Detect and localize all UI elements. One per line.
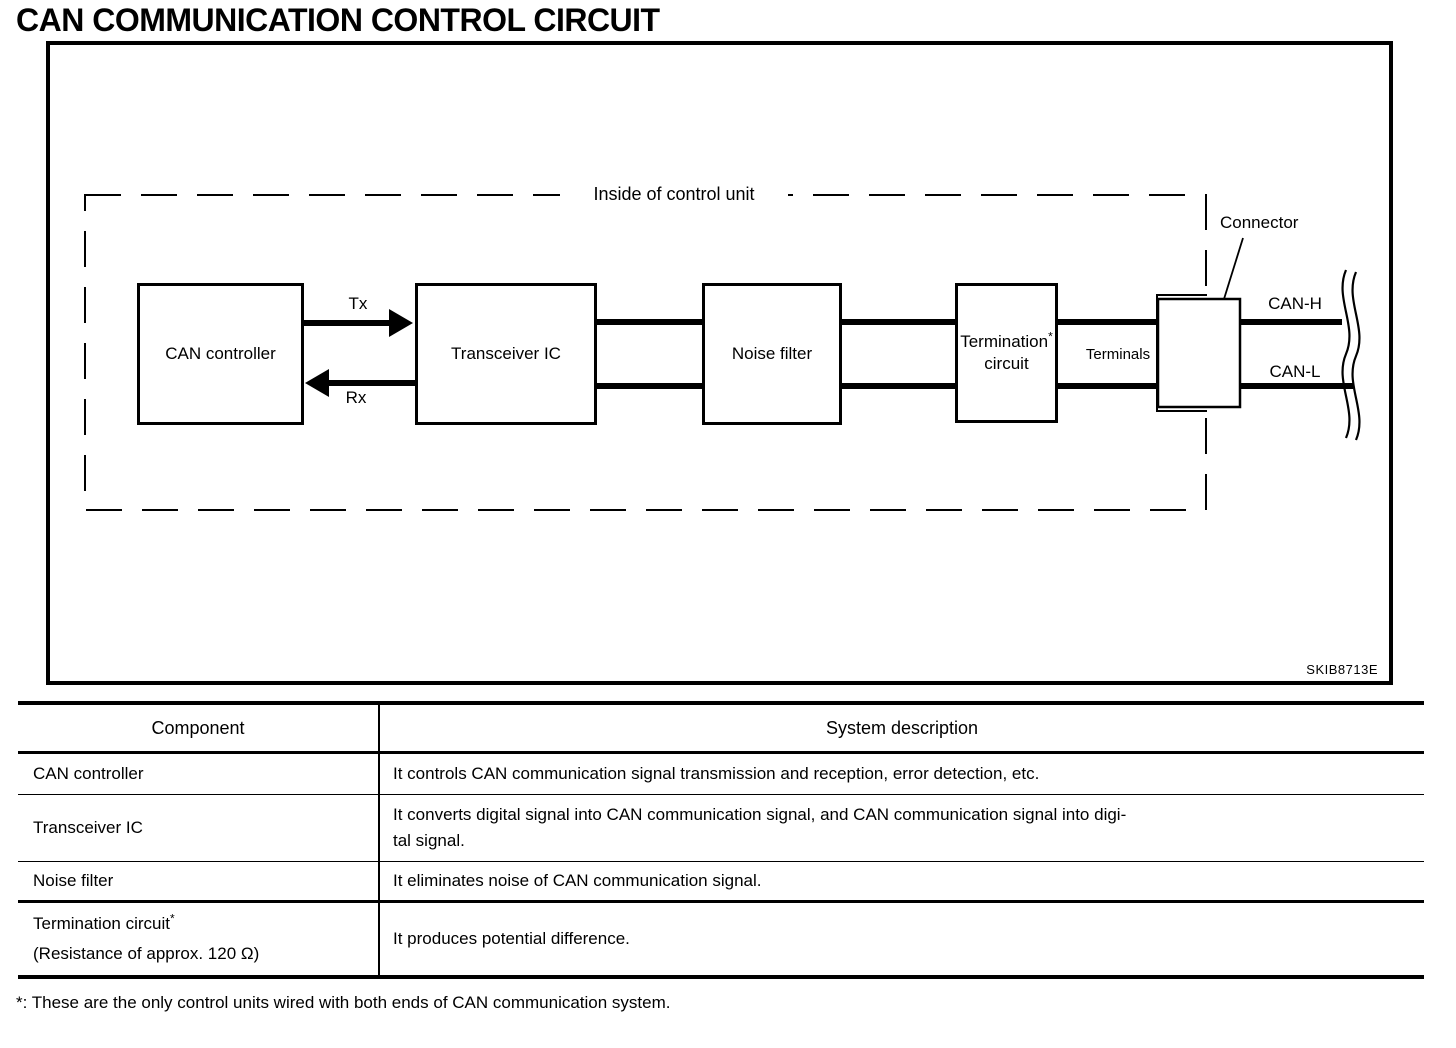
- can-l-label: CAN-L: [1269, 362, 1321, 381]
- figure-code: SKIB8713E: [1306, 662, 1378, 677]
- table-header-row: Component System description: [18, 703, 1424, 754]
- component-note: (Resistance of approx. 120 Ω): [33, 944, 260, 963]
- noise-filter-label: Noise filter: [731, 344, 813, 363]
- can-h-label: CAN-H: [1268, 294, 1322, 313]
- component-cell: Noise filter: [33, 871, 114, 890]
- termination-circuit-box: Termination* circuit: [955, 283, 1058, 423]
- termination-circuit-label: Termination* circuit: [960, 329, 1053, 373]
- terminals-label: Terminals: [1085, 346, 1151, 363]
- termination-asterisk: *: [1048, 329, 1053, 344]
- table-row: Noise filter It eliminates noise of CAN …: [18, 861, 1424, 902]
- description-cell: It controls CAN communication signal tra…: [378, 752, 1424, 795]
- component-cell: CAN controller: [33, 764, 144, 783]
- component-asterisk: *: [170, 911, 175, 926]
- description-cell: It produces potential difference.: [378, 901, 1424, 977]
- page-title: CAN COMMUNICATION CONTROL CIRCUIT: [16, 2, 660, 38]
- transceiver-ic-box: Transceiver IC: [415, 283, 597, 425]
- component-cell: Termination circuit* (Resistance of appr…: [18, 902, 379, 978]
- description-cell: It converts digital signal into CAN comm…: [378, 794, 1424, 862]
- noise-filter-box: Noise filter: [702, 283, 842, 425]
- can-controller-label: CAN controller: [165, 344, 276, 363]
- description-column-header: System description: [378, 703, 1424, 754]
- component-table-wrap: Component System description CAN control…: [18, 701, 1424, 979]
- table-row: Transceiver IC It converts digital signa…: [18, 794, 1424, 862]
- can-controller-box: CAN controller: [137, 283, 304, 425]
- component-cell: Transceiver IC: [33, 818, 143, 837]
- connector-label: Connector: [1220, 213, 1299, 232]
- transceiver-ic-label: Transceiver IC: [451, 344, 561, 363]
- description-cell: It eliminates noise of CAN communication…: [378, 861, 1424, 902]
- tx-label: Tx: [348, 294, 368, 313]
- table-row: CAN controller It controls CAN communica…: [18, 752, 1424, 795]
- component-table: Component System description CAN control…: [18, 701, 1424, 979]
- footnote: *: These are the only control units wire…: [16, 993, 671, 1012]
- rx-label: Rx: [345, 388, 367, 407]
- component-name: Termination circuit: [33, 914, 170, 933]
- table-row: Termination circuit* (Resistance of appr…: [18, 901, 1424, 978]
- inside-of-control-unit-label: Inside of control unit: [560, 184, 788, 205]
- component-column-header: Component: [18, 703, 379, 754]
